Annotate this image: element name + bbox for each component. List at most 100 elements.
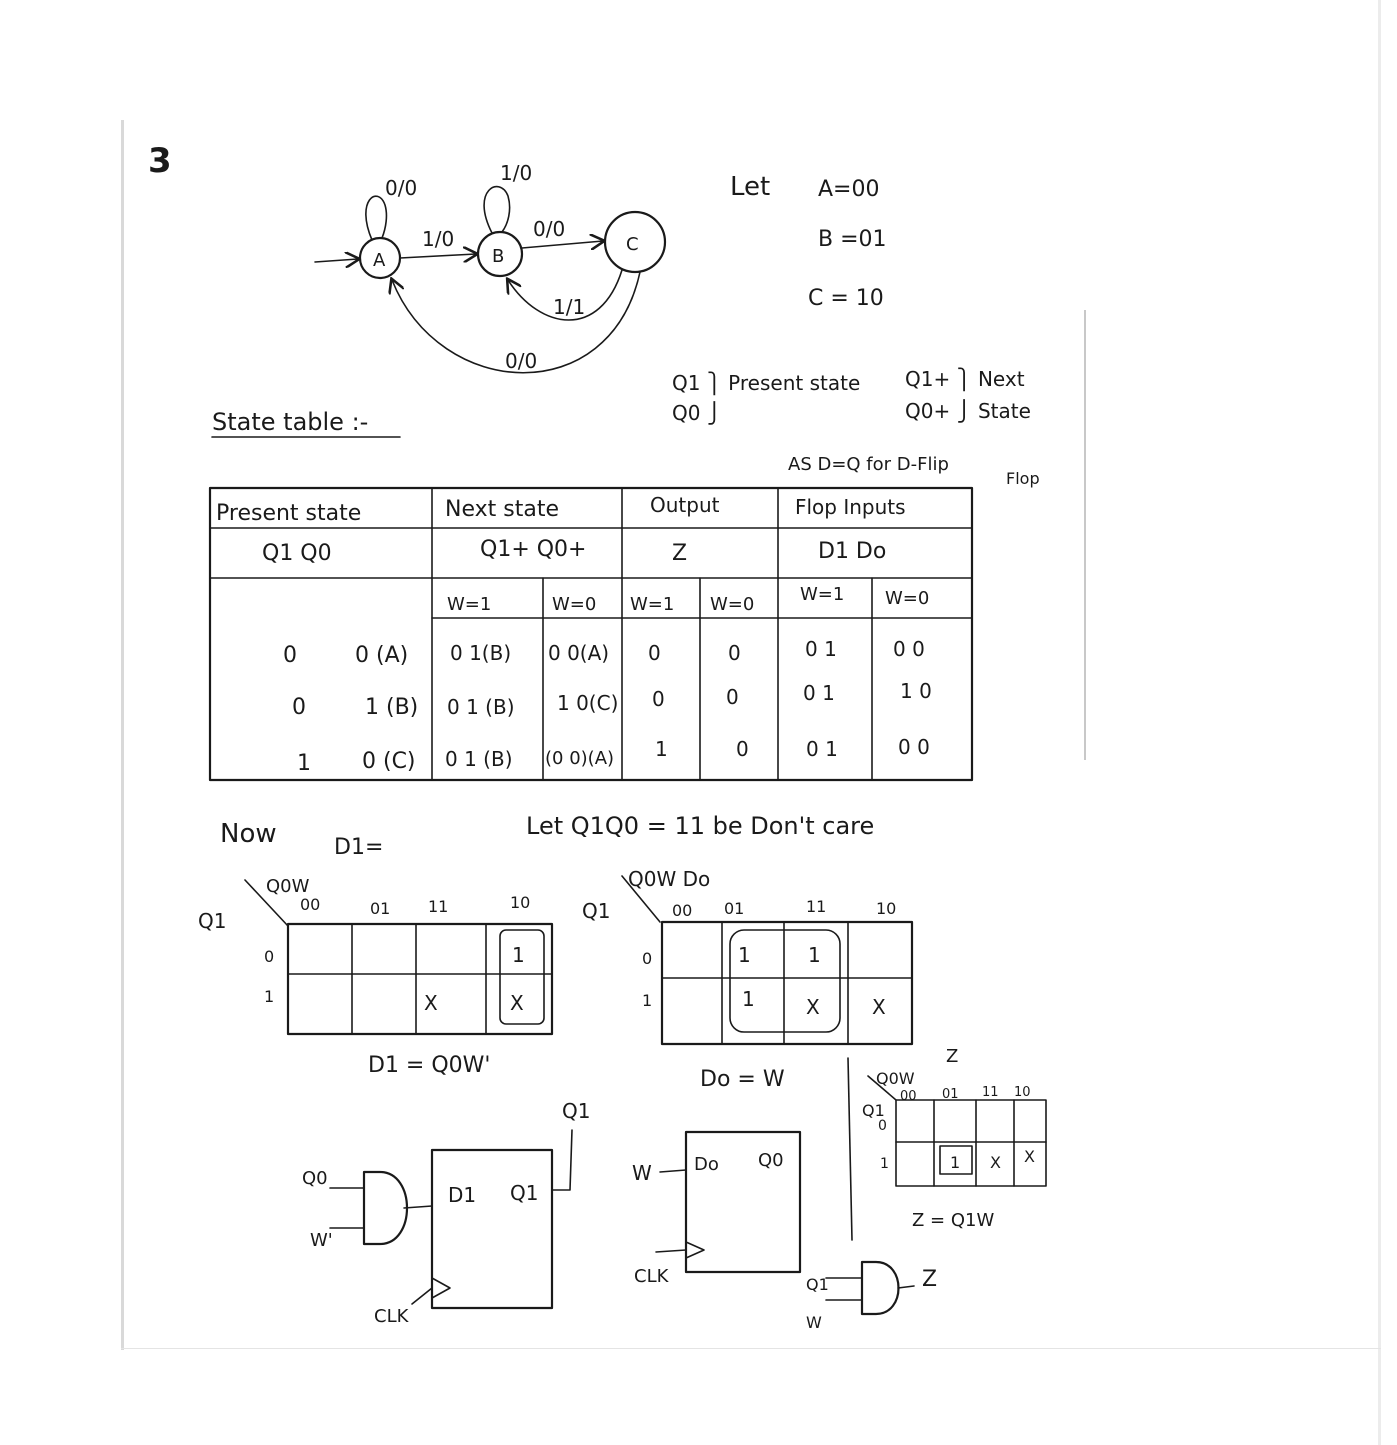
row-0-q1: 0 [283, 643, 297, 668]
row-0-d-w1: 0 1 [805, 637, 837, 661]
kmap-z-cell-1-3: X [1024, 1147, 1035, 1166]
d0-clk-triangle [685, 1241, 705, 1259]
d0-input: W [632, 1161, 652, 1185]
kmap-d1: D1= Q0W Q1 00 01 11 10 0 1 1 X X D1 = Q0… [198, 835, 554, 1078]
kmap-d1-cell-1-3: X [510, 991, 524, 1015]
note-present: Q1 ⎫ Present state [672, 371, 860, 396]
cond-ns-w0: W=0 [552, 594, 596, 615]
row-0-ns-w1: 0 1(B) [450, 641, 511, 665]
kmap-d0-cell-1-3: X [872, 995, 886, 1019]
state-table: State table :- Present state Next state … [208, 408, 974, 782]
assignment-c: C = 10 [808, 286, 884, 311]
kmap-z-result: Z = Q1W [912, 1210, 994, 1231]
kmap-z: Z Q0W Q1 00 01 11 10 0 1 1 X X Z = Q1W [862, 1046, 1047, 1231]
circuit-d0: W Do Q0 CLK [632, 1130, 802, 1287]
row-0-z-w0: 0 [728, 641, 741, 665]
b-to-c-arrow [521, 241, 603, 248]
kmap-d1-title: D1= [334, 835, 383, 860]
kmap-d0-cell-0-2: 1 [808, 943, 821, 967]
kmap-d0-title: Q0W Do [628, 867, 710, 891]
row-2-z-w1: 1 [655, 737, 668, 761]
kmap-z-col-01: 01 [942, 1087, 959, 1102]
note-d-flop: AS D=Q for D-Flip [788, 454, 949, 475]
kmap-d0-group [729, 929, 841, 1033]
z-output-label: Z [922, 1267, 937, 1292]
row-2-d-w1: 0 1 [806, 737, 838, 761]
dont-care-note: Let Q1Q0 = 11 be Don't care [526, 812, 874, 840]
c-to-a-arrow [392, 271, 641, 374]
kmap-d1-col-10: 10 [510, 893, 530, 912]
kmap-z-cell-1-1: 1 [950, 1153, 960, 1172]
d1-output-wire [551, 1129, 573, 1191]
row-2-z-w0: 0 [736, 737, 749, 761]
assignment-a: A=00 [818, 177, 879, 202]
note-d-flop-2: Flop [1006, 469, 1040, 488]
a-to-b-label: 1/0 [422, 227, 454, 251]
state-c-label: C [626, 234, 639, 255]
kmap-z-col-11: 11 [982, 1085, 999, 1100]
kmap-d0: Q0W Do Q1 00 01 11 10 0 1 1 1 1 X X Do =… [582, 867, 914, 1092]
header-flop-inputs: Flop Inputs [795, 495, 906, 519]
d1-input-a: Q0 [302, 1168, 328, 1189]
z-input-a: Q1 [806, 1275, 829, 1294]
z-input-b: W [806, 1313, 822, 1332]
problem-number: 3 [148, 141, 172, 181]
sub-output: Z [672, 541, 687, 566]
kmap-d1-col-var: Q0W [266, 876, 310, 897]
row-1-d-w0: 1 0 [900, 679, 932, 703]
kmap-d1-col-01: 01 [370, 899, 390, 918]
c-to-a-label: 0/0 [505, 349, 537, 373]
kmap-d0-grid [660, 920, 914, 1046]
kmap-z-cell-1-2: X [990, 1153, 1001, 1172]
cond-z-w1: W=1 [630, 594, 674, 615]
row-0-q0: 0 (A) [355, 643, 408, 668]
note-present-2: Q0 ⎭ [672, 401, 722, 425]
cond-ns-w1: W=1 [447, 594, 491, 615]
c-to-b-arrow [508, 269, 623, 321]
d1-output-label: Q1 [562, 1099, 590, 1123]
circuit-d1: Q0 W' D1 Q1 Q1 CLK [302, 1099, 590, 1327]
table-row: 0 0 (A) 0 1(B) 0 0(A) 0 0 0 1 0 0 [283, 637, 925, 668]
row-1-d-w1: 0 1 [803, 681, 835, 705]
d1-clk-triangle [431, 1277, 451, 1299]
row-1-q0: 1 (B) [365, 695, 418, 720]
row-2-ns-w0: (0 0)(A) [545, 748, 614, 769]
d1-input-b: W' [310, 1230, 333, 1251]
sub-present: Q1 Q0 [262, 541, 332, 566]
row-0-ns-w0: 0 0(A) [548, 641, 609, 665]
row-1-q1: 0 [292, 695, 306, 720]
row-2-q1: 1 [297, 751, 311, 776]
kmap-d1-cell-0-3: 1 [512, 943, 525, 967]
kmap-d1-row-1: 1 [264, 987, 274, 1006]
kmap-d1-col-00: 00 [300, 895, 320, 914]
row-2-ns-w1: 0 1 (B) [445, 747, 513, 771]
d0-q-pin: Q0 [758, 1150, 784, 1171]
kmap-z-row-var: Q1 [862, 1101, 885, 1120]
cond-d-w0: W=0 [885, 588, 929, 609]
table-row: 1 0 (C) 0 1 (B) (0 0)(A) 1 0 0 1 0 0 [297, 735, 930, 776]
b-to-c-label: 0/0 [533, 217, 565, 241]
circuit-z: Q1 W Z [806, 1260, 937, 1332]
b-self-loop [483, 185, 511, 234]
d1-clk-label: CLK [374, 1306, 410, 1327]
cond-d-w1: W=1 [800, 584, 844, 605]
kmap-d0-col-00: 00 [672, 901, 692, 920]
kmap-d1-col-11: 11 [428, 897, 448, 916]
kmap-z-col-00: 00 [900, 1089, 917, 1104]
kmap-d0-row-var: Q1 [582, 899, 610, 923]
d0-clk-label: CLK [634, 1266, 670, 1287]
kmap-d1-cell-1-2: X [424, 991, 438, 1015]
header-next-state: Next state [445, 497, 559, 522]
sub-flop: D1 Do [818, 539, 886, 564]
note-next-2: Q0+ ⎭ State [905, 399, 1031, 423]
state-notation-note: Q1 ⎫ Present state Q0 ⎭ Q1+ ⎫ Next Q0+ ⎭… [672, 367, 1040, 488]
kmap-d1-group [499, 929, 545, 1025]
row-2-d-w0: 0 0 [898, 735, 930, 759]
z-and-gate [860, 1260, 900, 1316]
kmap-z-title: Z [946, 1046, 958, 1067]
kmap-d0-row-1: 1 [642, 991, 652, 1010]
margin-rule [1084, 310, 1086, 760]
kmap-d0-cell-1-1: 1 [742, 987, 755, 1011]
kmap-d1-row-0: 0 [264, 947, 274, 966]
page-bottom-edge [121, 1348, 1381, 1349]
